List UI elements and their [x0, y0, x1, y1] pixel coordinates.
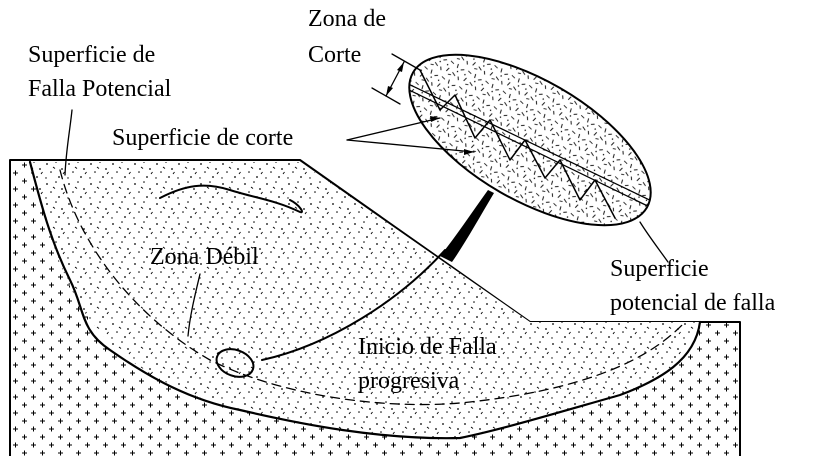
label-detail-line2: potencial de falla	[610, 290, 776, 316]
progressive-failure-band	[440, 190, 494, 262]
label-progressive-failure-line2: progresiva	[358, 368, 460, 394]
label-weak-zone: Zona Débil	[150, 244, 259, 270]
label-progressive-failure-line1: Inicio de Falla	[358, 334, 497, 360]
shear-zone-dimension	[371, 53, 421, 105]
weak-zone-ellipse	[215, 348, 255, 378]
label-shear-zone-line1: Zona de	[308, 6, 386, 32]
label-detail-line1: Superficie	[610, 256, 709, 282]
label-potential-failure-surface-line2: Falla Potencial	[28, 76, 172, 102]
label-potential-failure-surface-line1: Superficie de	[28, 42, 155, 68]
progressive-failure-curve	[261, 249, 446, 361]
label-progressive-failure: Inicio de Falla progresiva	[358, 334, 503, 394]
label-potential-failure-surface-detail: Superficie potencial de falla	[610, 256, 776, 316]
shear-zone-detail	[399, 53, 661, 227]
sliding-mass	[28, 160, 702, 440]
label-shear-zone: Zona de Corte	[308, 6, 392, 68]
label-shear-surface: Superficie de corte	[112, 125, 293, 151]
label-shear-zone-line2: Corte	[308, 42, 361, 68]
leader-lines	[64, 109, 669, 337]
potential-failure-surface-line	[59, 169, 686, 406]
label-potential-failure-surface: Superficie de Falla Potencial	[28, 42, 172, 102]
